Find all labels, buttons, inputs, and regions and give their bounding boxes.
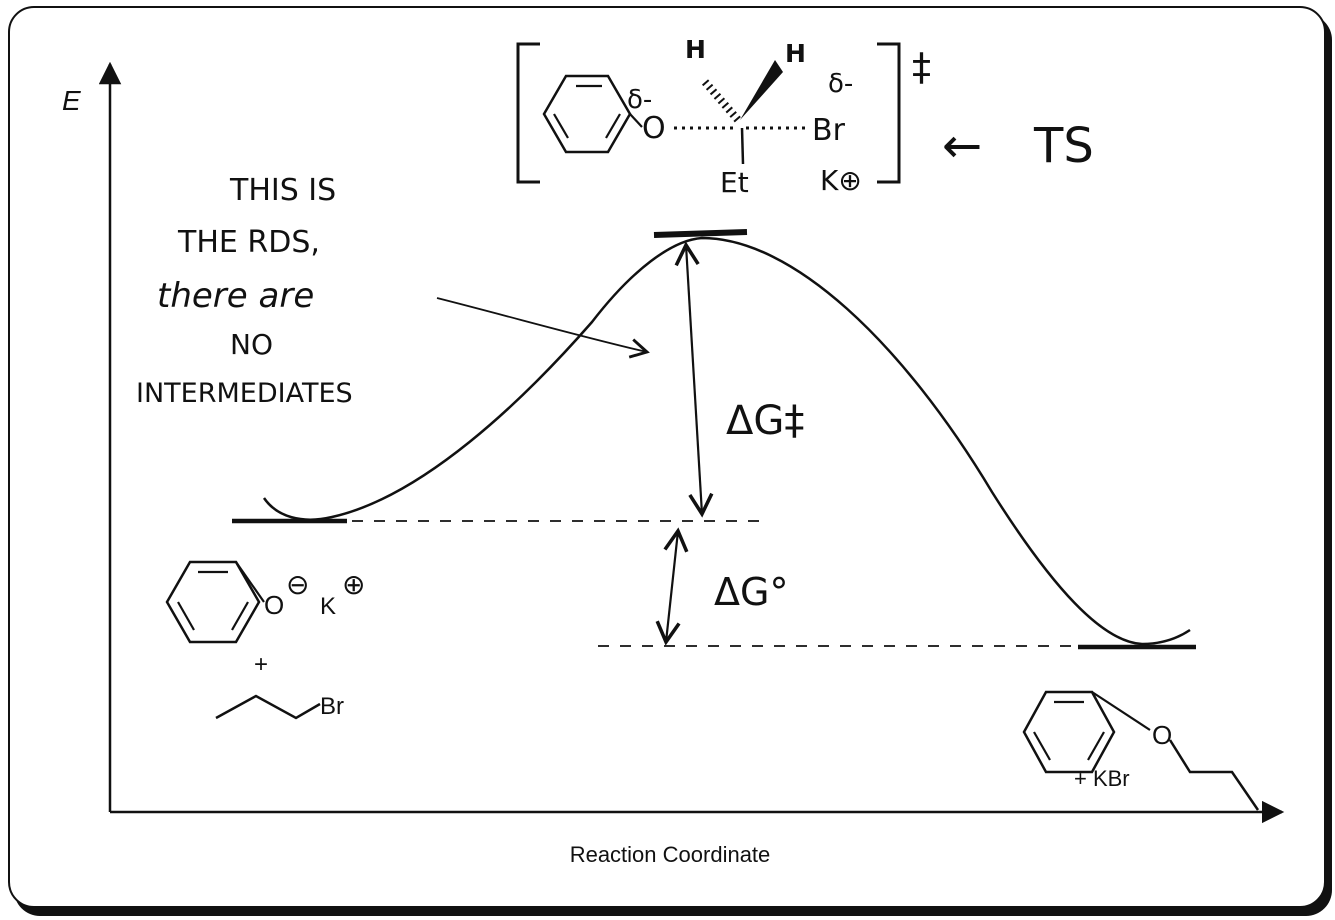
energy-curve <box>262 236 1191 646</box>
ts-ethyl: Et <box>720 166 749 199</box>
ts-double-dagger: ‡ <box>912 45 931 89</box>
y-axis-label: E <box>62 85 81 116</box>
ts-hashed-bond <box>701 79 742 123</box>
ts-ring-double-3 <box>605 113 621 139</box>
ether-oxygen: O <box>1152 720 1172 750</box>
ts-delta-minus-o: δ- <box>627 85 652 115</box>
annotation-arrow <box>436 297 650 359</box>
activation-energy-label: ΔG‡ <box>726 398 804 444</box>
annotation-line-3: there are <box>157 276 314 316</box>
reactant-plus-sign: + <box>254 651 268 678</box>
ether-o-bond-1 <box>1091 691 1151 731</box>
activation-arrow <box>674 241 714 518</box>
bromide-label: Br <box>320 693 344 720</box>
kbr-byproduct: + KBr <box>1074 766 1130 791</box>
ts-wedge-bond <box>740 60 783 120</box>
phenoxide-benzene-ring <box>165 560 261 644</box>
propyl-chain <box>215 694 321 720</box>
ts-ring-o-bond <box>629 113 643 128</box>
potassium-positive-charge: ⊕ <box>342 569 365 600</box>
ts-label: TS <box>1033 118 1094 174</box>
reaction-energy-label: ΔG° <box>714 570 788 614</box>
phenoxide-o-bond <box>235 561 265 603</box>
products-structure: O + KBr <box>1022 690 1260 811</box>
ether-benzene-ring <box>1022 690 1116 774</box>
phenoxide-double-2 <box>177 601 195 631</box>
ts-potassium: K⊕ <box>820 164 862 197</box>
potassium-label: K <box>320 593 336 620</box>
ether-double-3 <box>1087 731 1105 761</box>
ether-double-2 <box>1033 731 1051 761</box>
reactants-structure: O ⊖ K ⊕ + Br <box>165 560 365 720</box>
x-axis-label: Reaction Coordinate <box>570 842 771 867</box>
ts-level <box>653 229 748 238</box>
ts-bromine: Br <box>812 113 846 148</box>
ts-right-bracket <box>877 42 901 184</box>
transition-state-structure: ‡ δ- O H H δ- Br Et K⊕ ← TS <box>516 35 1094 199</box>
ts-pointer-arrow: ← <box>942 118 982 174</box>
ts-ethyl-bond <box>740 127 745 165</box>
ts-oxygen: O <box>642 111 666 146</box>
annotation-line-2: THE RDS, <box>177 225 320 260</box>
phenoxide-negative-charge: ⊖ <box>286 569 309 600</box>
diagram-frame: E Reaction Coordinate ΔG‡ ΔG° THIS IS TH… <box>8 6 1326 908</box>
rds-annotation: THIS IS THE RDS, there are NO INTERMEDIA… <box>136 173 650 409</box>
reaction-arrow <box>655 527 689 646</box>
ts-benzene-ring <box>542 74 632 154</box>
ts-ring-double-2 <box>553 113 569 139</box>
phenoxide-double-3 <box>231 601 249 631</box>
annotation-line-4: NO <box>230 328 273 361</box>
ts-h-right: H <box>785 39 806 68</box>
annotation-line-1: THIS IS <box>229 173 336 208</box>
energy-diagram: E Reaction Coordinate ΔG‡ ΔG° THIS IS TH… <box>62 35 1285 867</box>
annotation-line-5: INTERMEDIATES <box>136 378 353 409</box>
phenoxide-oxygen: O <box>264 590 284 620</box>
ts-h-left: H <box>685 35 706 64</box>
ts-delta-minus-br: δ- <box>828 69 853 99</box>
ether-propyl-chain <box>1168 739 1260 811</box>
ts-left-bracket <box>516 42 540 184</box>
